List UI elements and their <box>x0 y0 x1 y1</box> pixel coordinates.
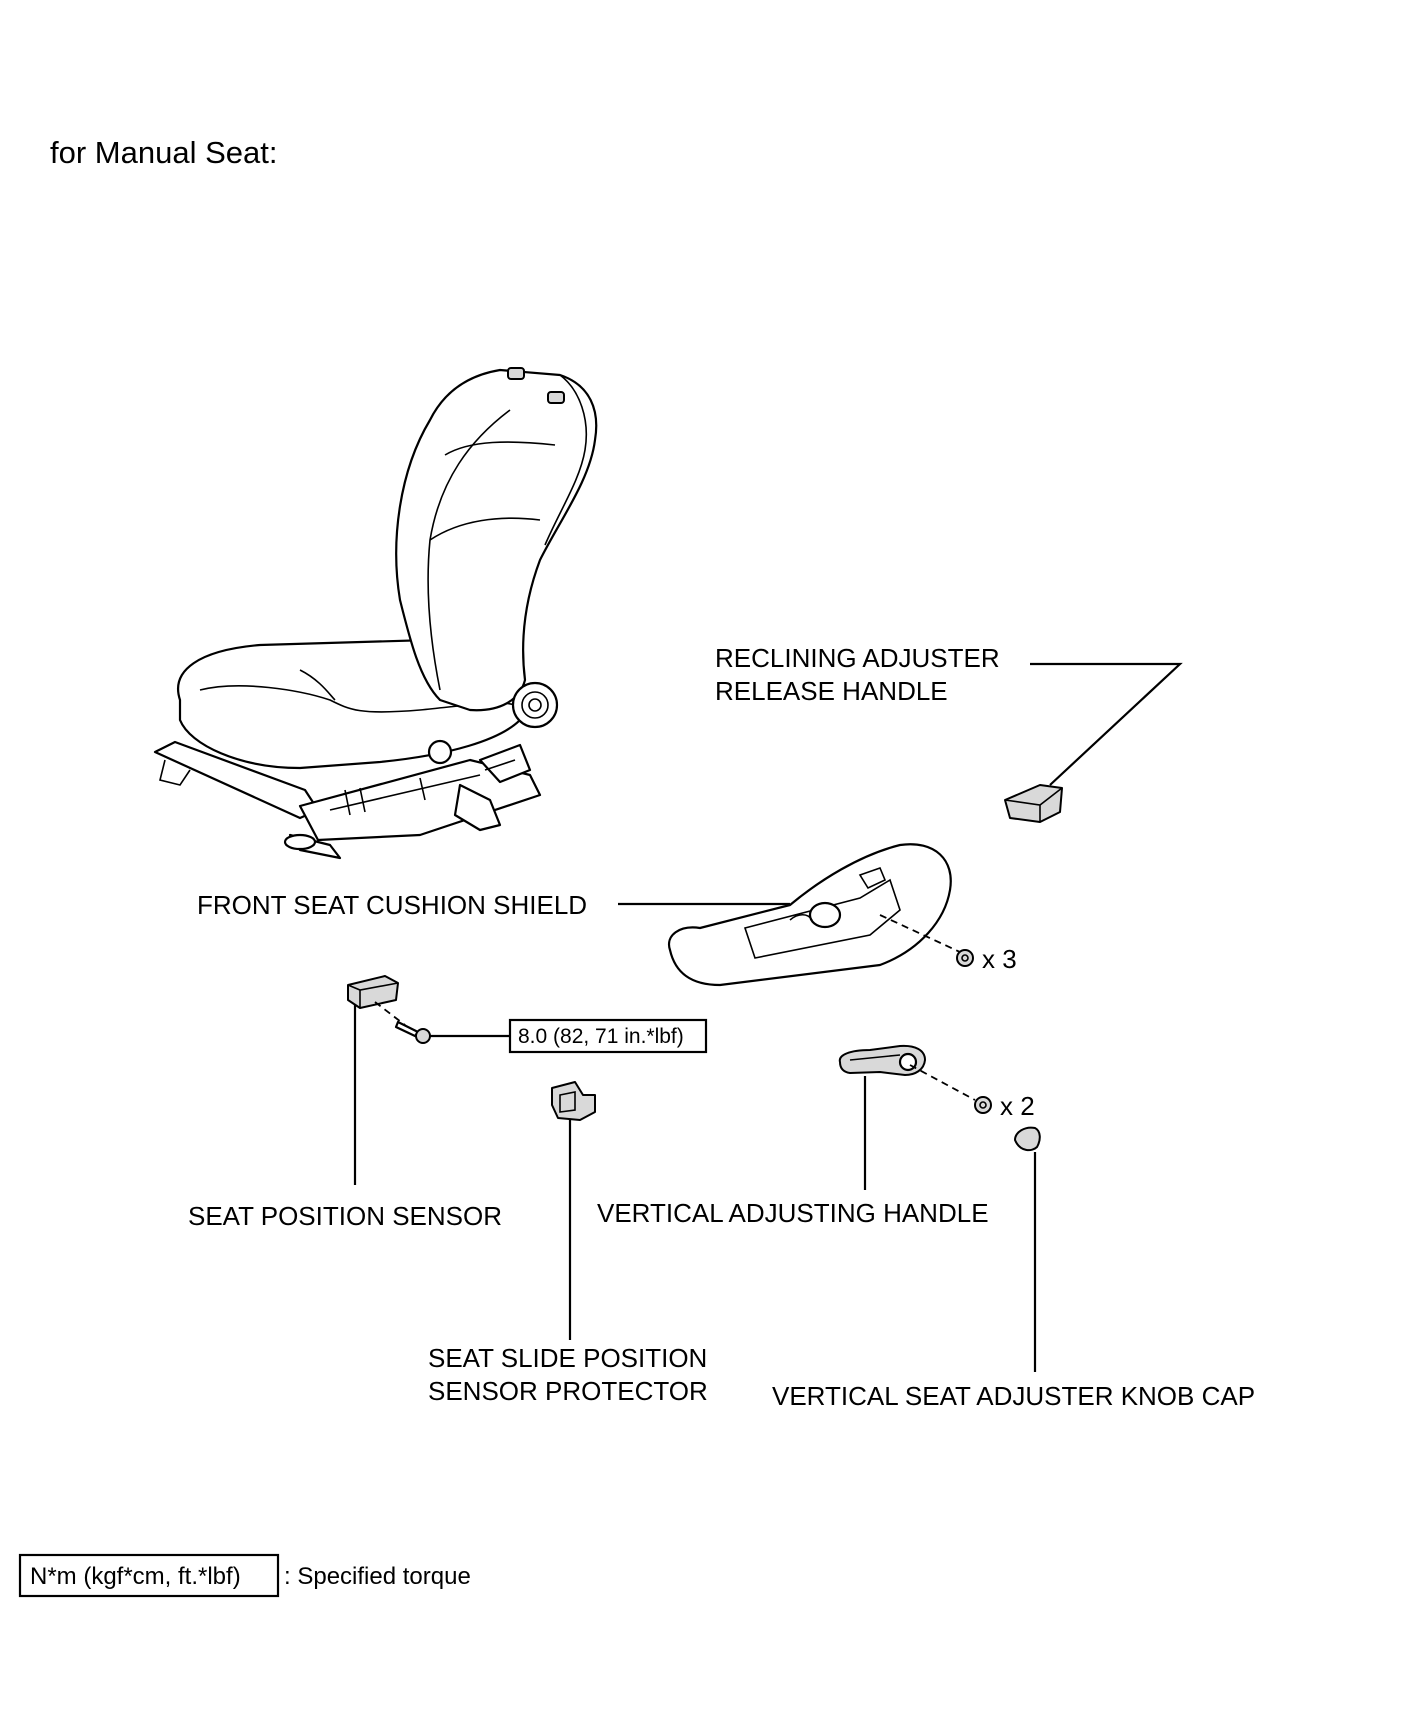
shield-screw <box>956 949 974 967</box>
seat-position-sensor-label: SEAT POSITION SENSOR <box>188 1201 502 1231</box>
slide-protector-label-line2: SENSOR PROTECTOR <box>428 1376 708 1406</box>
cushion-shield-label: FRONT SEAT CUSHION SHIELD <box>197 890 587 920</box>
reclining-adjuster-release-handle <box>1004 784 1063 823</box>
reclining-handle-label-line1: RECLINING ADJUSTER <box>715 643 1000 673</box>
reclining-handle-label-line2: RELEASE HANDLE <box>715 676 948 706</box>
front-seat-illustration <box>153 367 598 860</box>
front-seat-cushion-shield <box>667 843 952 987</box>
legend-unit-text: N*m (kgf*cm, ft.*lbf) <box>30 1563 241 1590</box>
sensor-bolt <box>394 1020 431 1044</box>
torque-box <box>508 1018 708 1054</box>
handle-screw-quantity: x 2 <box>1000 1091 1035 1121</box>
slide-protector-label-line1: SEAT SLIDE POSITION <box>428 1343 707 1373</box>
knob-cap-label: VERTICAL SEAT ADJUSTER KNOB CAP <box>772 1381 1255 1411</box>
seat-slide-position-sensor-protector <box>551 1081 596 1121</box>
vertical-seat-adjuster-knob-cap <box>1014 1126 1041 1152</box>
vertical-adjusting-handle <box>838 1044 926 1076</box>
legend-description: : Specified torque <box>284 1563 471 1590</box>
sensor-bolt-torque-value: 8.0 (82, 71 in.*lbf) <box>518 1025 684 1048</box>
reclining-handle-leader-line <box>1030 662 1183 786</box>
handle-screw <box>974 1096 992 1114</box>
legend-unit-box <box>18 1553 280 1598</box>
page-heading: for Manual Seat: <box>50 135 277 170</box>
vertical-handle-label: VERTICAL ADJUSTING HANDLE <box>597 1198 989 1228</box>
seat-position-sensor <box>347 975 399 1009</box>
shield-screw-quantity: x 3 <box>982 944 1017 974</box>
